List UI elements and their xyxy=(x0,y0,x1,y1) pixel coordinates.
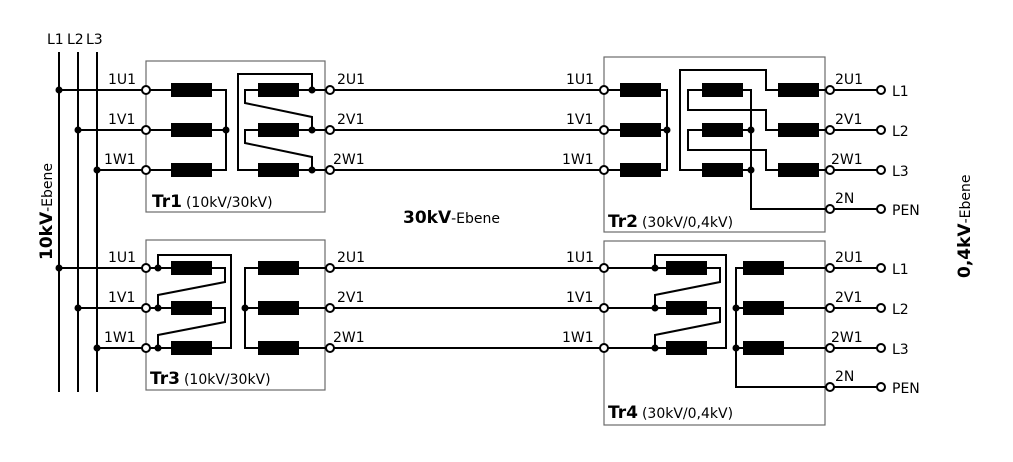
transformer-box xyxy=(603,56,826,233)
terminal-label: 2V1 xyxy=(337,112,364,128)
terminal-label: 2V1 xyxy=(337,290,364,306)
transformer-tr2: 1U1 1V1 1W1 Tr2(30kV/0,4kV) xyxy=(562,56,830,233)
transformer-tr4: 1U1 1V1 1W1 Tr4(30kV/0,4kV) xyxy=(562,240,830,426)
terminal-label: 2N xyxy=(835,369,854,385)
terminal-label: 2U1 xyxy=(337,250,365,266)
transformer-title: Tr3(10kV/30kV) xyxy=(150,369,271,389)
level-label-10kv: 10kV-Ebene xyxy=(37,163,57,260)
output-label-l3: L3 xyxy=(892,164,909,180)
output-label-pen: PEN xyxy=(892,381,920,397)
transformer-title: Tr4(30kV/0,4kV) xyxy=(608,403,733,423)
transformer-box xyxy=(145,60,326,213)
terminal-label: 2W1 xyxy=(831,152,863,168)
level-label-04kv: 0,4kV-Ebene xyxy=(955,175,975,278)
terminal-label: 1U1 xyxy=(566,250,594,266)
terminal-label: 1V1 xyxy=(108,290,135,306)
terminal-label: 1V1 xyxy=(108,112,135,128)
output-label-l2: L2 xyxy=(892,302,909,318)
level-label-30kv: 30kV-Ebene xyxy=(403,208,500,228)
terminal-label: 1V1 xyxy=(566,112,593,128)
terminal-label: 2U1 xyxy=(337,72,365,88)
terminal-label: 1W1 xyxy=(104,330,136,346)
transformer-box xyxy=(603,240,826,426)
output-label-l1: L1 xyxy=(892,84,909,100)
transformer-title: Tr1(10kV/30kV) xyxy=(152,192,273,212)
output-label-l1: L1 xyxy=(892,262,909,278)
output-label-pen: PEN xyxy=(892,203,920,219)
terminal-label: 2V1 xyxy=(835,290,862,306)
lines-30kv: 30kV-Ebene xyxy=(334,89,600,349)
transformer-tr1: 1U1 1V1 1W1 2U1 2V1 2W1 Tr1(10kV/30kV) xyxy=(104,60,365,213)
transformer-title: Tr2(30kV/0,4kV) xyxy=(608,212,733,232)
transformer-box xyxy=(145,239,326,391)
bus-label-l3: L3 xyxy=(86,32,103,48)
transformer-tr3: 1U1 1V1 1W1 2U1 2V1 2W1 Tr3(10kV/30kV) xyxy=(104,239,365,391)
terminal-label: 2N xyxy=(835,191,854,207)
terminal-label: 1U1 xyxy=(108,72,136,88)
terminal-label: 1W1 xyxy=(562,330,594,346)
output-label-l2: L2 xyxy=(892,124,909,140)
outputs-tr4: 2U1 2V1 2W1 2N L1 L2 L3 PEN xyxy=(825,250,920,397)
terminal-label: 1U1 xyxy=(108,250,136,266)
outputs-tr2: 2U1 2V1 2W1 2N L1 L2 L3 PEN xyxy=(825,72,920,219)
bus-10kv: L1 L2 L3 10kV-Ebene xyxy=(37,32,103,392)
terminal-label: 1V1 xyxy=(566,290,593,306)
bus-label-l2: L2 xyxy=(67,32,84,48)
terminal-label: 2W1 xyxy=(333,330,365,346)
terminal-label: 2W1 xyxy=(333,152,365,168)
terminal-label: 2U1 xyxy=(835,72,863,88)
terminal-label: 1W1 xyxy=(104,152,136,168)
feeders-tr3 xyxy=(55,264,146,352)
terminal-label: 2U1 xyxy=(835,250,863,266)
output-label-l3: L3 xyxy=(892,342,909,358)
terminal-label: 2W1 xyxy=(831,330,863,346)
feeders-tr1 xyxy=(55,86,146,174)
terminal-label: 1U1 xyxy=(566,72,594,88)
bus-label-l1: L1 xyxy=(47,32,64,48)
terminal-label: 1W1 xyxy=(562,152,594,168)
terminal-label: 2V1 xyxy=(835,112,862,128)
